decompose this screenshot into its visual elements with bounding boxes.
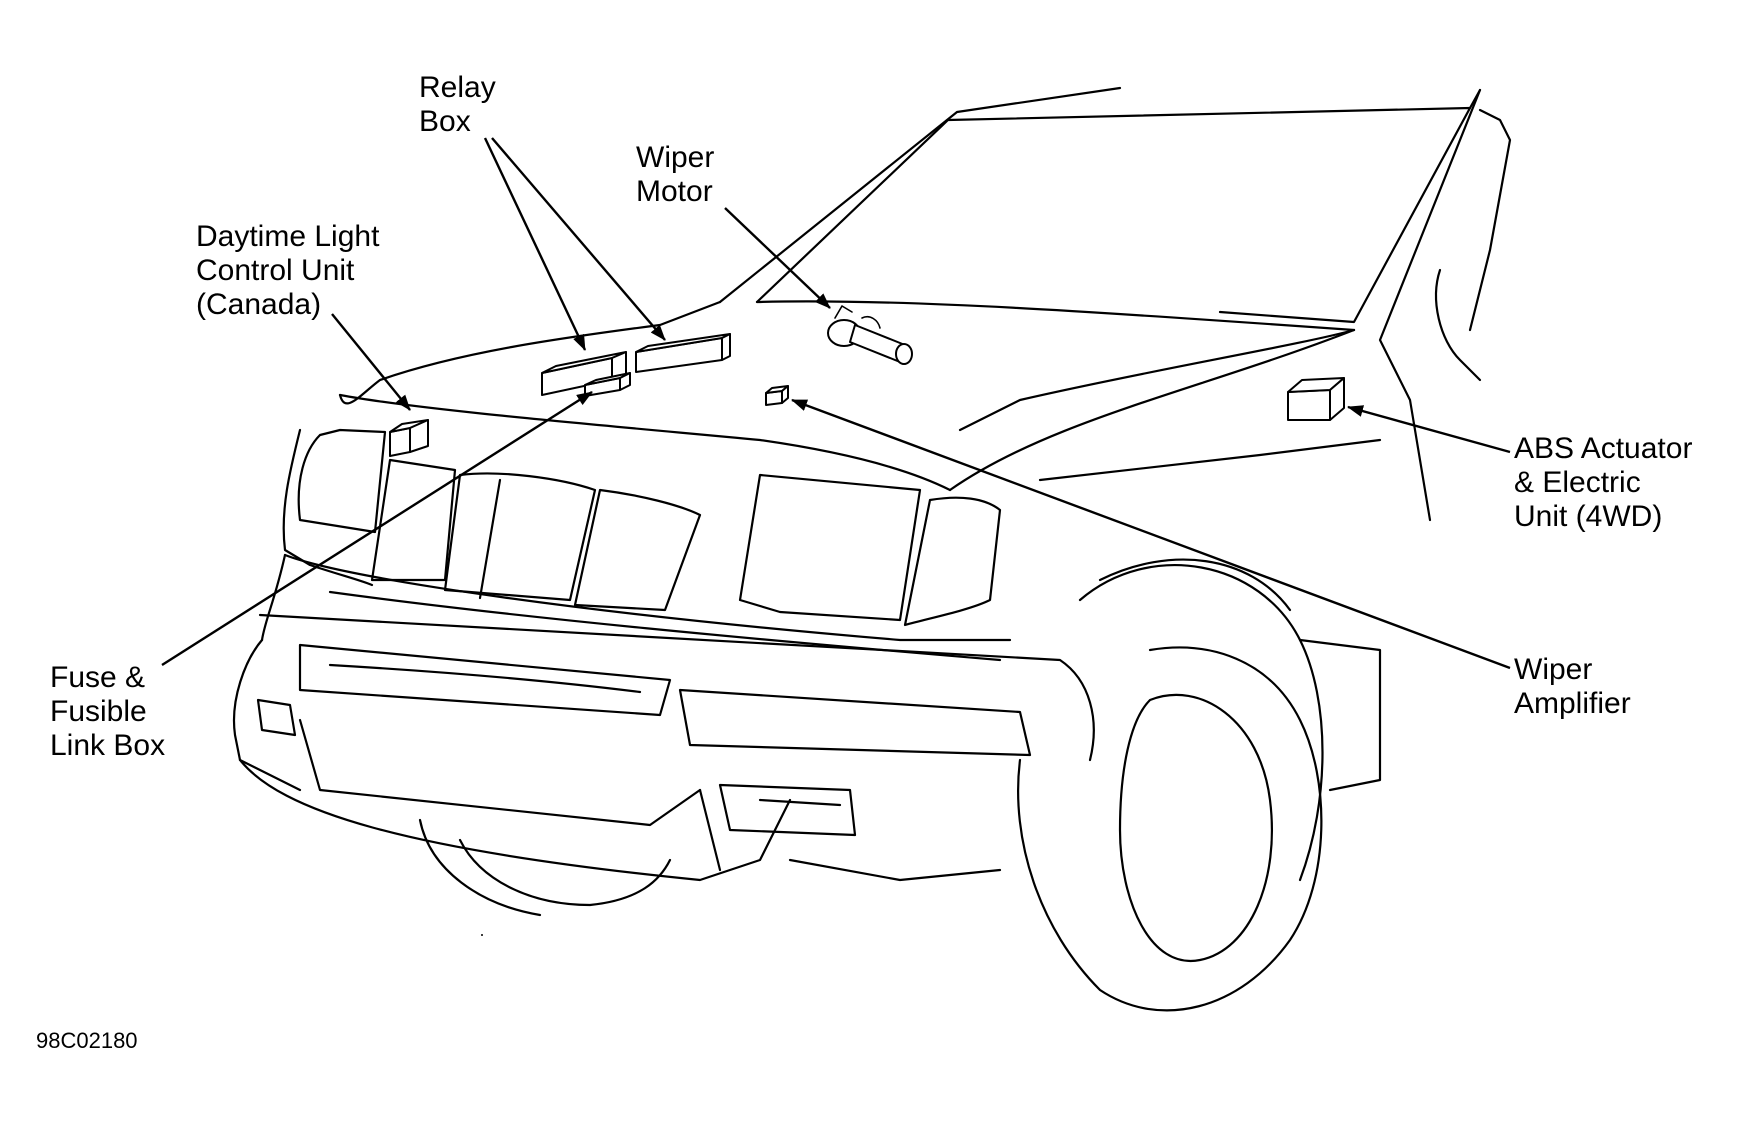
fuse-box-label-line3: Link Box (50, 729, 166, 762)
relay-box-2 (635, 333, 731, 373)
abs-actuator-label-line1: ABS Actuator (1514, 432, 1693, 465)
fuse-box-label-line2: Fusible (50, 695, 147, 728)
fuse-box-label-line1: Fuse & (50, 661, 146, 694)
relay-box-label-line1: Relay (419, 71, 496, 104)
daytime-light-label-line1: Daytime Light (196, 220, 380, 253)
abs-actuator-label-line2: & Electric (1514, 466, 1641, 499)
wiper-motor-label: Wiper Motor (636, 141, 714, 209)
hood-outline (338, 300, 1382, 492)
bumper-outline (233, 613, 1095, 882)
relay-box-1 (541, 351, 627, 396)
abs-actuator-label: ABS Actuator & Electric Unit (4WD) (1514, 432, 1692, 534)
daytime-light-control-unit (389, 419, 429, 457)
abs-actuator-label-line3: Unit (4WD) (1514, 500, 1663, 533)
daytime-light-label-line2: Control Unit (196, 254, 355, 287)
relay-box-label-line2: Box (419, 105, 471, 138)
relay-box-label: Relay Box (419, 71, 496, 139)
wiper-amplifier-unit (765, 385, 789, 406)
wiper-amplifier-label-line1: Wiper (1514, 653, 1593, 686)
wiper-motor-label-line1: Wiper (636, 141, 715, 174)
fuse-box-label: Fuse & Fusible Link Box (50, 661, 165, 763)
wiper-amplifier-label: Wiper Amplifier (1514, 653, 1631, 721)
daytime-light-label: Daytime Light Control Unit (Canada) (196, 220, 379, 322)
front-wheels (418, 558, 1382, 1012)
wiper-motor-unit (827, 305, 913, 365)
figure-code: 98C02180 (36, 1028, 138, 1053)
wiper-motor-label-line2: Motor (636, 175, 713, 208)
windshield-outline (718, 86, 1512, 522)
leader-lines (161, 137, 1511, 670)
grille-and-headlights (260, 428, 1012, 662)
daytime-light-label-line3: (Canada) (196, 288, 322, 321)
wiper-amplifier-label-line2: Amplifier (1514, 687, 1631, 720)
abs-actuator-unit (1287, 377, 1345, 421)
